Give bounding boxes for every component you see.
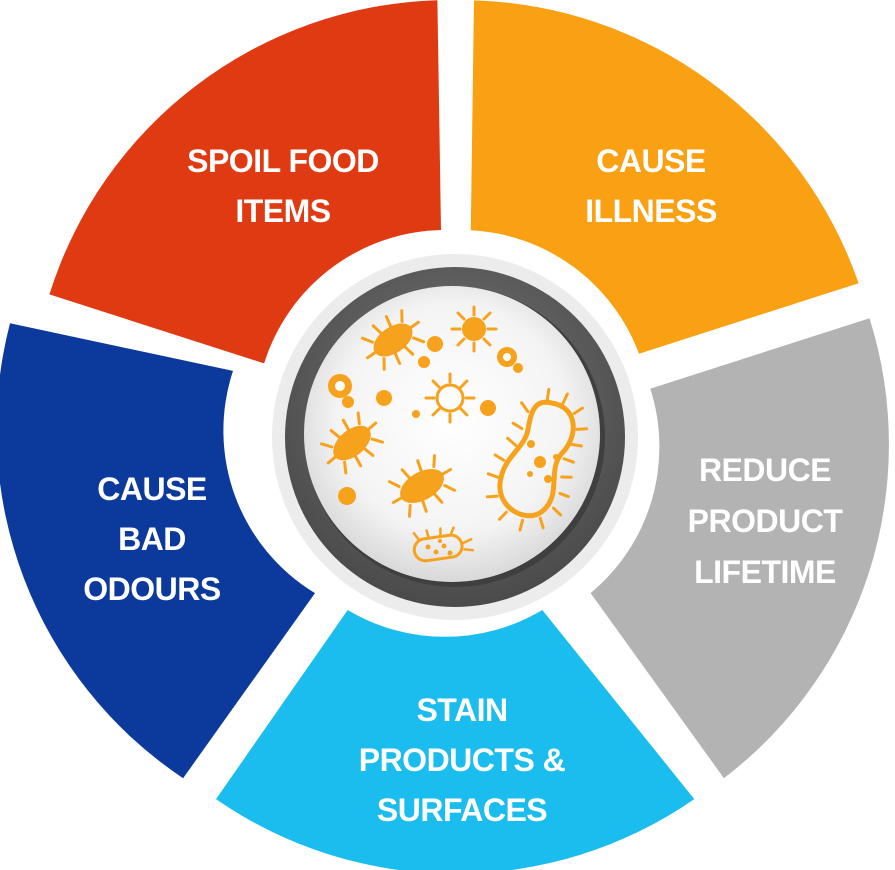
label-spoil-food: SPOIL FOOD ITEMS: [187, 143, 379, 229]
virus-icon: [450, 305, 498, 353]
segment-cause-illness: [470, 0, 859, 354]
label-line: PRODUCT: [688, 503, 844, 539]
spiky-bacterium-icon: [387, 454, 457, 518]
label-line: CAUSE: [596, 143, 706, 179]
segment-stain-products: [216, 610, 695, 870]
center-hub: [272, 254, 638, 620]
rod-bacterium-icon: [485, 387, 589, 532]
label-line: BAD: [118, 521, 186, 557]
label-line: LIFETIME: [694, 554, 836, 590]
spiky-bacterium-icon: [360, 309, 426, 371]
label-line: CAUSE: [97, 471, 207, 507]
hub-disc: [304, 286, 600, 582]
label-stain-products: STAIN PRODUCTS & SURFACES: [359, 692, 566, 828]
pill-bacterium-icon: [412, 526, 475, 563]
segment-spoil-food: [49, 0, 442, 364]
spiky-bacterium-icon: [319, 411, 385, 475]
segment-reduce-lifetime: [590, 318, 889, 779]
bacteria-microbes-icon: [319, 305, 589, 563]
label-line: STAIN: [416, 692, 507, 728]
label-line: ILLNESS: [585, 193, 717, 229]
label-cause-illness: CAUSE ILLNESS: [585, 143, 717, 229]
label-line: SPOIL FOOD: [187, 143, 379, 179]
label-line: REDUCE: [699, 452, 831, 488]
label-line: SURFACES: [377, 792, 547, 828]
label-bad-odours: CAUSE BAD ODOURS: [83, 471, 221, 607]
segment-bad-odours: [0, 323, 315, 779]
virus-outline-icon: [424, 372, 476, 424]
label-line: ITEMS: [235, 193, 330, 229]
label-line: ODOURS: [83, 571, 221, 607]
label-line: PRODUCTS &: [359, 742, 566, 778]
label-reduce-lifetime: REDUCE PRODUCT LIFETIME: [688, 452, 844, 590]
